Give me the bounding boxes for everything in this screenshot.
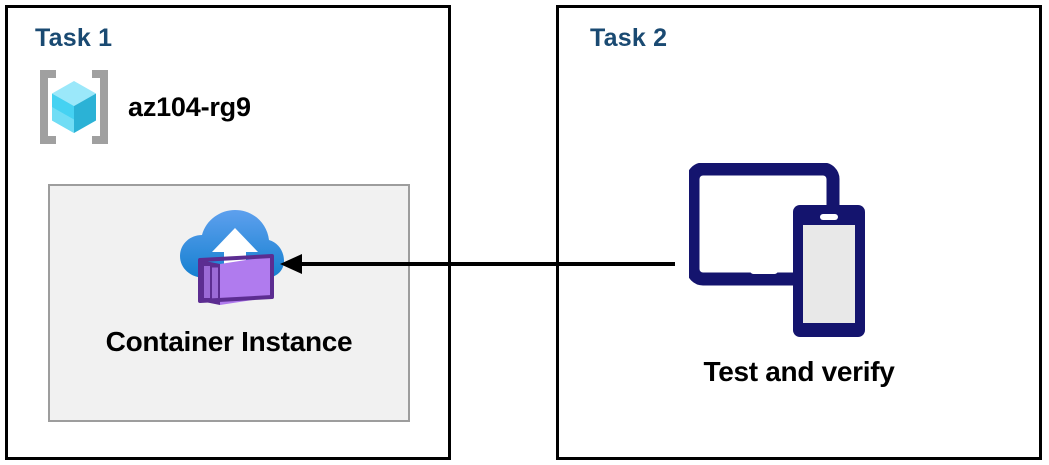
- task-2-panel: Task 2 Test and verify: [556, 5, 1042, 460]
- test-and-verify-label: Test and verify: [703, 356, 895, 387]
- task-1-title: Task 1: [35, 24, 113, 52]
- resource-group-label: az104-rg9: [128, 91, 251, 122]
- azure-resource-group-icon: [36, 66, 112, 148]
- container-instance-box: Container Instance: [48, 184, 410, 422]
- task-1-panel: Task 1 az104-rg9: [5, 5, 451, 460]
- container-instance-label: Container Instance: [105, 326, 353, 357]
- resource-group-row: az104-rg9: [36, 66, 251, 148]
- task-2-title: Task 2: [590, 24, 668, 52]
